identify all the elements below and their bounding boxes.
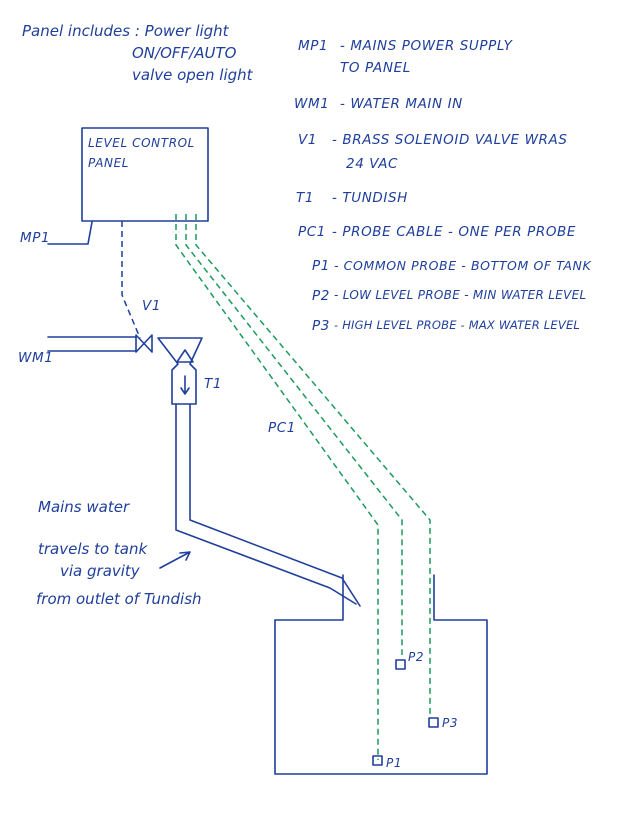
wm1-label: WM1: [18, 350, 54, 366]
legend-code: P2: [312, 288, 330, 304]
drain-pipe-inner: [189, 403, 361, 607]
t1-label: T1: [204, 376, 223, 392]
gravity-note-line-1: Mains water: [38, 498, 130, 516]
valve-control-cable: [121, 221, 141, 339]
solenoid-valve: [135, 334, 153, 353]
legend-code: P3: [312, 318, 330, 334]
legend-desc: - MAINS POWER SUPPLY: [340, 38, 513, 54]
legend-desc: - HIGH LEVEL PROBE - MAX WATER LEVEL: [334, 318, 581, 332]
annotation-arrow: [159, 551, 191, 569]
probe-cable-p2: [185, 214, 403, 655]
legend-code: T1: [296, 190, 315, 206]
p2-label: P2: [408, 650, 425, 664]
legend-code: V1: [298, 132, 318, 148]
legend-code: MP1: [298, 38, 329, 54]
legend-desc: - PROBE CABLE - ONE PER PROBE: [332, 224, 577, 240]
legend-desc: - TUNDISH: [332, 190, 408, 206]
legend-desc: - LOW LEVEL PROBE - MIN WATER LEVEL: [334, 288, 587, 302]
mains-power-line: [47, 221, 93, 245]
legend-desc: - BRASS SOLENOID VALVE WRAS: [332, 132, 568, 148]
v1-label: V1: [142, 298, 162, 314]
p3-label: P3: [442, 716, 459, 730]
gravity-note-line-2: travels to tank: [38, 540, 148, 558]
probe-cable-p3: [195, 214, 431, 715]
tundish-inner-triangle: [176, 349, 194, 363]
probe-p1: [372, 755, 383, 766]
p1-label: P1: [386, 756, 403, 770]
tank: [274, 574, 488, 775]
gravity-note-line-3: via gravity: [60, 562, 140, 580]
legend-code: P1: [312, 258, 330, 274]
probe-p3: [428, 717, 439, 728]
mp1-label: MP1: [20, 230, 51, 246]
legend-desc: - COMMON PROBE - BOTTOM OF TANK: [334, 258, 592, 273]
panel-label-line-2: PANEL: [88, 156, 130, 170]
panel-note-line-3: valve open light: [132, 66, 253, 84]
panel-label-line-1: LEVEL CONTROL: [88, 136, 195, 150]
panel-note-line-2: ON/OFF/AUTO: [132, 44, 237, 62]
legend-desc: - WATER MAIN IN: [340, 96, 463, 112]
panel-note-line-1: Panel includes : Power light: [22, 22, 229, 40]
legend-desc: 24 VAC: [346, 156, 399, 172]
tundish-flow-arrow: [180, 375, 190, 395]
legend-code: WM1: [294, 96, 330, 112]
probe-cable-p1: [175, 214, 379, 760]
tank-inlet-wall: [274, 574, 344, 621]
legend-desc: TO PANEL: [340, 60, 411, 76]
water-main-pipe: [47, 336, 137, 352]
level-control-panel-box: [81, 127, 209, 222]
drain-pipe-outer: [175, 403, 357, 605]
legend-code: PC1: [298, 224, 326, 240]
pc1-label: PC1: [268, 420, 296, 436]
gravity-note-line-4: from outlet of Tundish: [36, 590, 202, 608]
probe-p2: [395, 659, 406, 670]
tundish: [157, 337, 203, 405]
